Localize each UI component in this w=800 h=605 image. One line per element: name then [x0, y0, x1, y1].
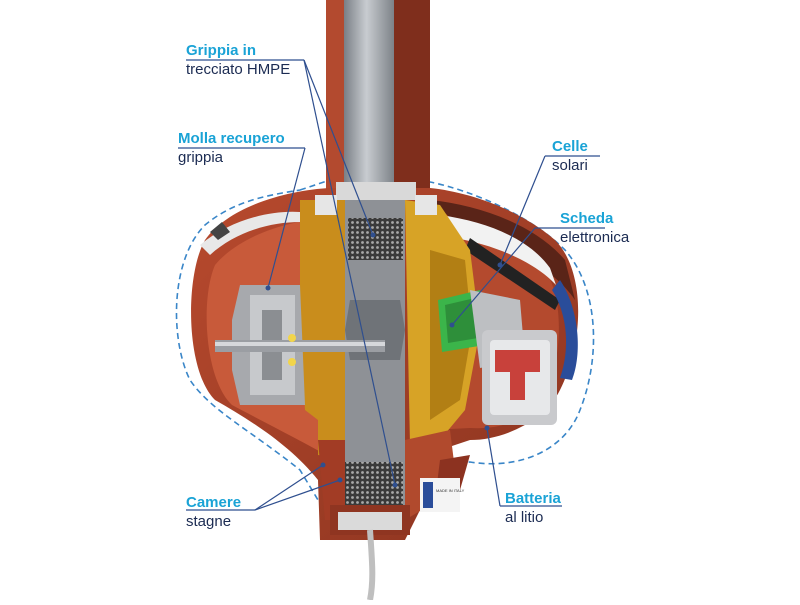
label-molla: Molla recupero grippia — [178, 129, 285, 167]
label-batteria: Batteria al litio — [505, 489, 561, 527]
label-grippia: Grippia in trecciato HMPE — [186, 41, 290, 79]
label-molla-title: Molla recupero — [178, 130, 285, 147]
label-grippia-text: trecciato HMPE — [186, 61, 291, 78]
leader-endpoints — [265, 232, 503, 488]
label-molla-text: grippia — [178, 149, 224, 166]
bottom-cable — [367, 529, 376, 601]
label-celle: Celle solari — [552, 137, 588, 175]
label-scheda-text: elettronica — [560, 229, 630, 246]
lower-neck — [318, 440, 345, 520]
label-celle-title: Celle — [552, 138, 588, 155]
label-grippia-title: Grippia in — [186, 42, 257, 59]
label-camere-title: Camere — [186, 494, 242, 511]
label-batteria-text: al litio — [505, 509, 544, 526]
housing-stamp-text: MADE IN ITALY — [436, 488, 465, 493]
label-batteria-title: Batteria — [505, 490, 561, 507]
label-scheda-title: Scheda — [560, 210, 614, 227]
blue-side-band — [552, 280, 578, 380]
battery-cell — [495, 350, 540, 400]
label-camere-text: stagne — [186, 513, 232, 530]
gold-frame-left — [300, 200, 348, 460]
label-camere: Camere stagne — [186, 493, 241, 531]
upper-tube-core — [344, 0, 394, 190]
label-celle-text: solari — [552, 157, 588, 174]
label-scheda: Scheda elettronica — [560, 209, 629, 247]
housing-label-plate: MADE IN ITALY — [420, 478, 465, 512]
leader-lines — [178, 59, 605, 511]
rope-mesh-top — [348, 218, 403, 260]
